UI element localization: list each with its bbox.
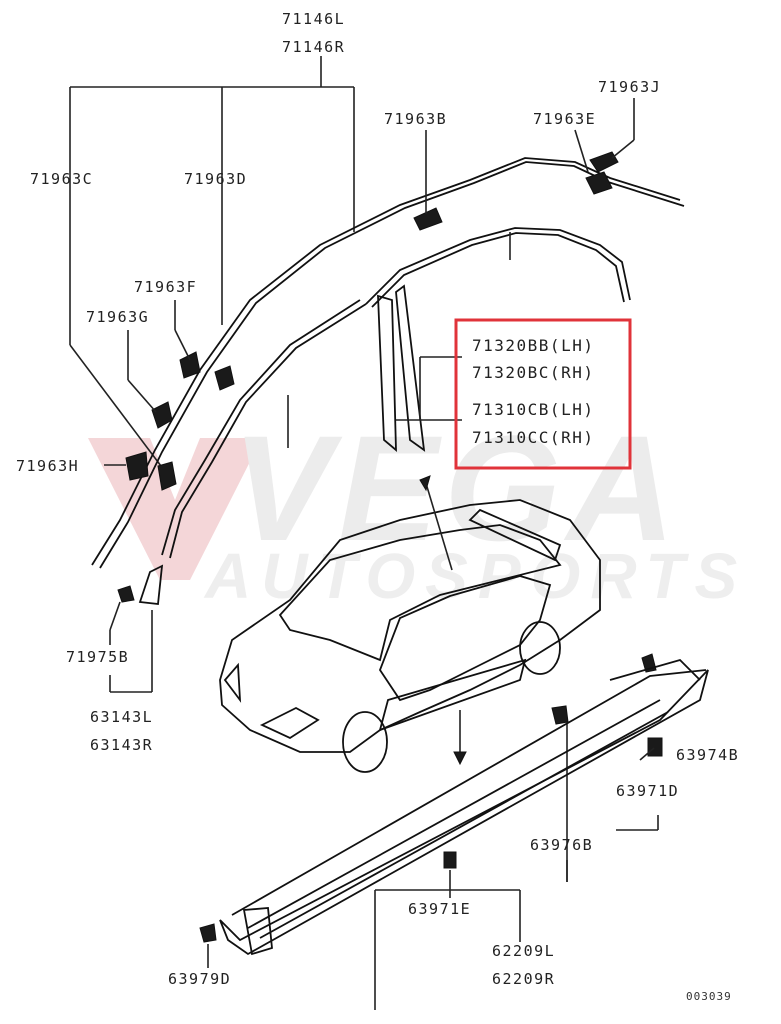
highlight-line-3: 71310CB(LH)	[472, 400, 594, 419]
clips	[117, 151, 663, 943]
clip-71963F-icon	[179, 351, 201, 379]
label-71146R: 71146R	[282, 38, 345, 56]
label-63976B: 63976B	[530, 836, 593, 854]
clip-71963E-icon	[585, 171, 613, 195]
clip-71963G-icon	[151, 401, 173, 429]
label-71963B: 71963B	[384, 110, 447, 128]
label-62209R: 62209R	[492, 970, 555, 988]
highlight-border	[454, 318, 632, 470]
label-71975B: 71975B	[66, 648, 129, 666]
clip-71963C-icon	[157, 461, 177, 491]
leader-lines	[104, 98, 659, 1010]
watermark: VEGA AUTOSPORTS	[88, 404, 747, 612]
label-62209L: 62209L	[492, 942, 555, 960]
diagram-reference: 003039	[686, 990, 732, 1003]
watermark-word: VEGA	[232, 404, 681, 572]
label-63143L: 63143L	[90, 708, 153, 726]
roof-molding	[91, 157, 685, 569]
highlight-line-4: 71310CC(RH)	[472, 428, 594, 447]
watermark-sub: AUTOSPORTS	[203, 540, 747, 612]
label-63979D: 63979D	[168, 970, 231, 988]
garnish-63143-icon	[138, 564, 164, 605]
clip-71963H-icon	[125, 451, 149, 481]
highlight-line-2: 71320BC(RH)	[472, 363, 594, 382]
clip-63976B-icon	[551, 705, 569, 725]
label-63971E: 63971E	[408, 900, 471, 918]
clip-63979D-icon	[199, 923, 217, 943]
clip-71963J-icon	[589, 151, 619, 173]
label-71963E: 71963E	[533, 110, 596, 128]
label-63974B: 63974B	[676, 746, 739, 764]
clip-71975B-icon	[117, 585, 135, 603]
car-outline	[219, 475, 601, 773]
part-labels: 71146L 71146R 71963J 71963B 71963E 71963…	[16, 10, 739, 1003]
label-71146L: 71146L	[282, 10, 345, 28]
sill-garnish	[219, 658, 709, 956]
label-63971D: 63971D	[616, 782, 679, 800]
clip-71963D-icon	[214, 365, 235, 391]
clip-63974B-icon	[647, 737, 663, 757]
label-71963F: 71963F	[134, 278, 197, 296]
clip-63971E-icon	[443, 851, 457, 869]
highlight-line-1: 71320BB(LH)	[472, 336, 594, 355]
label-71963G: 71963G	[86, 308, 149, 326]
label-71963H: 71963H	[16, 457, 79, 475]
label-71963J: 71963J	[598, 78, 661, 96]
highlight-box: 71320BB(LH) 71320BC(RH) 71310CB(LH) 7131…	[454, 318, 632, 470]
top-bracket	[69, 56, 355, 471]
pillar-moldings	[377, 284, 462, 452]
label-71963C: 71963C	[30, 170, 93, 188]
label-71963D: 71963D	[184, 170, 247, 188]
clip-71963B-icon	[413, 207, 443, 231]
label-63143R: 63143R	[90, 736, 153, 754]
